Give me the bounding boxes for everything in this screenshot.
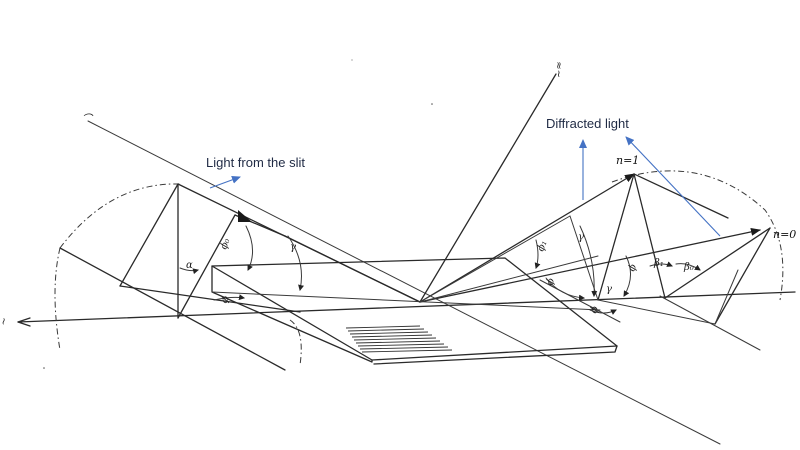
incident-ray-arrowhead xyxy=(238,210,252,222)
construction-lower-right xyxy=(659,295,761,351)
light-from-slit-label: Light from the slit xyxy=(206,155,305,170)
construction-n0-drop xyxy=(714,227,771,325)
grating-grooves xyxy=(345,325,453,353)
diffracted-light-label: Diffracted light xyxy=(546,116,629,131)
construction-lower-left xyxy=(539,279,621,323)
incident-axis-line xyxy=(87,120,721,445)
incident-slant-b xyxy=(119,285,301,313)
svg-text:ϕ: ϕ xyxy=(588,305,601,315)
construction-base xyxy=(597,299,716,325)
construction-outer xyxy=(569,215,599,301)
diffracted-ray-low xyxy=(419,255,599,303)
diffracted-callout-arrow-right xyxy=(625,136,721,237)
angle-arcs xyxy=(179,225,701,315)
axis-end-mark: ~ xyxy=(0,316,10,326)
diffracted-ray-mid xyxy=(419,215,571,303)
incident-slant-d xyxy=(177,214,236,319)
normal-end-mark: ~≈ xyxy=(554,61,565,78)
construction-n0-slant xyxy=(664,227,771,299)
svg-text:β₁: β₁ xyxy=(653,258,664,269)
svg-text:β₀: β₀ xyxy=(683,262,694,273)
svg-text:ϕ: ϕ xyxy=(544,277,557,287)
svg-text:γ: γ xyxy=(578,232,584,243)
construction-n1-slant xyxy=(633,173,666,299)
incident-axis-mark: ⌒ xyxy=(82,113,94,125)
order-label-n1: n=1 xyxy=(616,154,639,167)
diffracted-ray-n0 xyxy=(419,227,761,303)
construction-right-tail xyxy=(714,269,739,325)
construction-top-chord xyxy=(633,173,729,219)
horizontal-axis xyxy=(17,291,796,323)
incident-ray-upper xyxy=(284,235,421,303)
svg-text:γ: γ xyxy=(606,284,612,295)
construction-n1-vertical xyxy=(597,173,635,301)
incident-arc xyxy=(59,183,302,366)
incident-slant-c xyxy=(59,247,286,371)
svg-text:ϕ: ϕ xyxy=(626,263,639,273)
diffracted-ray-n1 xyxy=(419,173,635,303)
slit-callout-arrow xyxy=(209,175,241,189)
svg-text:γ: γ xyxy=(290,242,296,253)
svg-text:ϕ: ϕ xyxy=(219,294,232,306)
svg-text:α: α xyxy=(186,260,193,271)
svg-text:ϕ₀: ϕ₀ xyxy=(218,237,232,251)
incident-slant-a xyxy=(119,183,179,287)
axis-arrow-left xyxy=(17,317,31,327)
order-label-n0: n=0 xyxy=(773,228,796,241)
paper-specks xyxy=(43,59,433,369)
diffraction-arc xyxy=(611,170,784,301)
grating-plate-side xyxy=(211,265,618,365)
grating-normal xyxy=(419,73,557,303)
angle-glyphs: ϕ₀ γ α ϕ ϕ₁ γ ϕ γ ϕ ϕ β₁ β₀ xyxy=(186,232,694,315)
grating-plate-back-edge xyxy=(211,291,601,311)
incident-arc-left xyxy=(54,247,61,351)
svg-text:ϕ₁: ϕ₁ xyxy=(535,239,549,253)
